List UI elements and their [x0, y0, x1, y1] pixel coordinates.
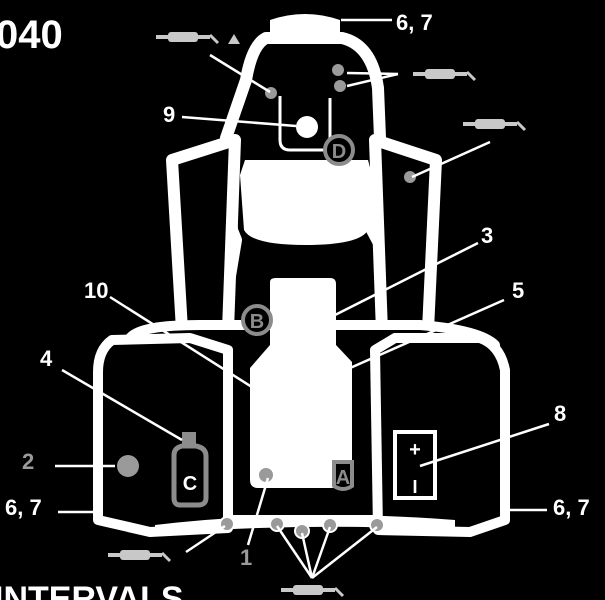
- seat-block: [250, 278, 352, 488]
- service-points: [117, 64, 416, 539]
- marker-d: D: [323, 134, 355, 166]
- leader-lines: [55, 18, 550, 579]
- callout-4: 4: [40, 346, 53, 371]
- warning-triangle-icon: [228, 34, 240, 44]
- fluid-reservoir: [171, 432, 209, 508]
- left-wheel: [93, 333, 233, 537]
- marker-c: C: [183, 473, 197, 495]
- callout-9: 9: [163, 102, 175, 127]
- callout-5: 5: [512, 278, 524, 303]
- svg-text:A: A: [336, 467, 350, 489]
- battery: + I: [393, 430, 437, 500]
- battery-minus: I: [412, 477, 417, 497]
- marker-b: B: [241, 304, 273, 336]
- callout-6-7-left: 6, 7: [5, 495, 42, 520]
- callout-2: 2: [22, 449, 34, 474]
- point-2: [117, 455, 139, 477]
- svg-text:C: C: [183, 473, 197, 495]
- svg-text:B: B: [250, 311, 264, 333]
- callout-10: 10: [84, 278, 108, 303]
- callout-3: 3: [481, 223, 493, 248]
- grease-gun-icon: [106, 548, 172, 563]
- grease-gun-icon: [154, 30, 220, 45]
- callout-6-7-right: 6, 7: [553, 495, 590, 520]
- grease-gun-icon: [461, 117, 527, 132]
- right-fender: [369, 134, 442, 338]
- svg-text:D: D: [332, 141, 346, 163]
- callout-8: 8: [554, 401, 566, 426]
- grease-gun-icon: [279, 583, 345, 598]
- section-heading: INTERVALS: [0, 580, 184, 600]
- left-fender: [166, 134, 241, 338]
- battery-plus: +: [409, 439, 421, 461]
- figure-number: 040: [0, 13, 63, 57]
- point-9: [296, 116, 318, 138]
- callout-6-7-top: 6, 7: [396, 10, 433, 35]
- windshield: [240, 160, 372, 245]
- machine-outline: [93, 14, 510, 537]
- callout-1: 1: [240, 545, 252, 570]
- grease-gun-icon: [411, 67, 477, 82]
- marker-a: A: [332, 460, 354, 491]
